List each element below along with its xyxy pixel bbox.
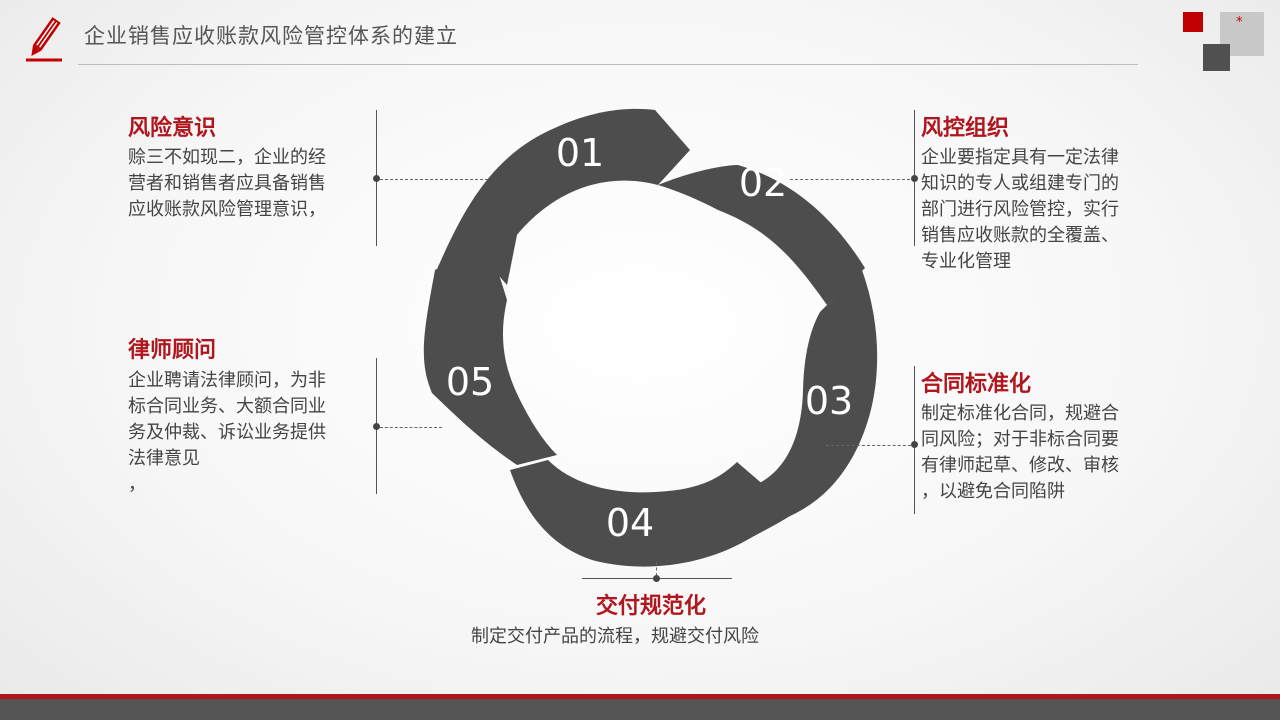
asterisk-icon: * (1236, 15, 1243, 30)
connector-dash-vertical (656, 562, 657, 576)
connector-dot (911, 175, 918, 182)
risk-awareness-text: 赊三不如现二，企业的经 营者和销售者应具备销售 应收账款风险管理意识， (128, 145, 326, 223)
text-line: 制定交付产品的流程，规避交付风险 (471, 626, 759, 647)
risk-awareness-title: 风险意识 (128, 116, 217, 141)
header-divider (78, 64, 1138, 65)
pencil-icon (24, 12, 64, 68)
connector-dot (373, 423, 380, 430)
cycle-segment-05 (423, 242, 557, 465)
lawyer-text: 企业聘请法律顾问，为非 标合同业务、大额合同业 务及仲裁、诉讼业务提供 法律意见… (128, 368, 326, 498)
connector-dot (653, 575, 660, 582)
cycle-segment-03 (735, 270, 878, 532)
connector-dash (790, 179, 910, 180)
cycle-number-01: 01 (556, 131, 604, 175)
connector-dash (380, 427, 442, 428)
text-line: ， (128, 474, 146, 495)
footer-bar (0, 699, 1280, 720)
text-line: ，以避免合同陷阱 (921, 481, 1065, 502)
cycle-segment-02 (658, 165, 865, 305)
text-line: 知识的专人或组建专门的 (921, 173, 1119, 194)
connector-dash (826, 445, 911, 446)
text-line: 同风险；对于非标合同要 (921, 429, 1119, 450)
text-line: 应收账款风险管理意识， (128, 199, 326, 220)
connector-dot (911, 441, 918, 448)
text-line: 有律师起草、修改、审核 (921, 455, 1119, 476)
connector-line (914, 366, 915, 514)
contract-title: 合同标准化 (921, 372, 1032, 397)
cycle-number-04: 04 (606, 501, 654, 545)
text-line: 务及仲裁、诉讼业务提供 (128, 422, 326, 443)
connector-dot (373, 175, 380, 182)
deco-square-dark (1203, 44, 1230, 71)
delivery-title: 交付规范化 (596, 594, 707, 619)
text-line: 企业要指定具有一定法律 (921, 147, 1119, 168)
text-line: 销售应收账款的全覆盖、 (921, 225, 1119, 246)
connector-dash (380, 179, 488, 180)
text-line: 营者和销售者应具备销售 (128, 173, 326, 194)
text-line: 赊三不如现二，企业的经 (128, 147, 326, 168)
lawyer-title: 律师顾问 (128, 338, 217, 363)
text-line: 法律意见 (128, 448, 200, 469)
cycle-segment-01 (434, 108, 690, 285)
cycle-number-03: 03 (805, 379, 853, 423)
page-title: 企业销售应收账款风险管控体系的建立 (84, 24, 458, 48)
risk-org-text: 企业要指定具有一定法律 知识的专人或组建专门的 部门进行风险管控，实行 销售应收… (921, 145, 1119, 275)
text-line: 制定标准化合同，规避合 (921, 403, 1119, 424)
cycle-segment-04 (510, 460, 795, 567)
cycle-number-05: 05 (446, 360, 494, 404)
cycle-number-02: 02 (739, 161, 787, 205)
text-line: 专业化管理 (921, 251, 1011, 272)
risk-org-title: 风控组织 (921, 116, 1010, 141)
text-line: 标合同业务、大额合同业 (128, 396, 326, 417)
text-line: 企业聘请法律顾问，为非 (128, 370, 326, 391)
delivery-text: 制定交付产品的流程，规避交付风险 (471, 624, 759, 650)
footer-accent-bar (0, 694, 1280, 699)
contract-text: 制定标准化合同，规避合 同风险；对于非标合同要 有律师起草、修改、审核 ，以避免… (921, 401, 1119, 505)
deco-square-red (1183, 12, 1203, 32)
text-line: 部门进行风险管控，实行 (921, 199, 1119, 220)
